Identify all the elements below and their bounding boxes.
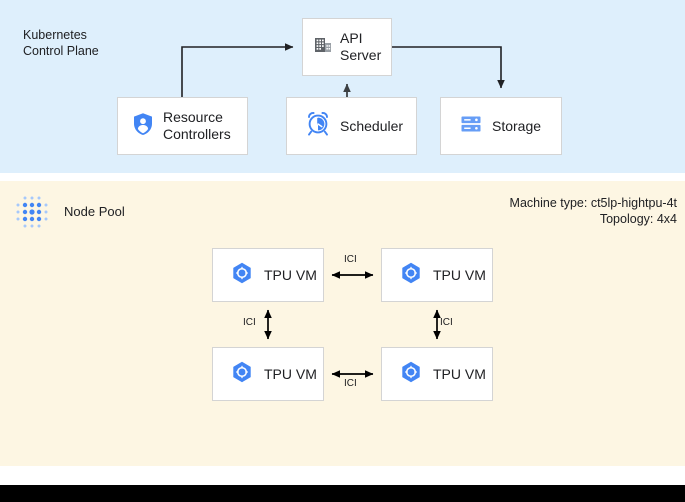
ici-label-right: ICI: [440, 317, 453, 328]
topology-text: Topology: 4x4: [599, 212, 677, 226]
box-api-server[interactable]: API Server: [302, 18, 392, 76]
node-pool-label: Node Pool: [64, 204, 125, 219]
box-tpu-vm-1[interactable]: TPU VM: [212, 248, 324, 302]
box-tpu-vm-3[interactable]: TPU VM: [212, 347, 324, 401]
box-resource-controllers[interactable]: Resource Controllers: [117, 97, 248, 155]
ici-label-left: ICI: [243, 317, 256, 328]
box-scheduler[interactable]: Scheduler: [286, 97, 417, 155]
box-tpu-vm-4[interactable]: TPU VM: [381, 347, 493, 401]
alarm-clock-icon: [305, 111, 331, 142]
bottom-bar: [0, 485, 685, 502]
box-tpu-vm-3-label: TPU VM: [264, 365, 317, 382]
box-api-server-label: API Server: [340, 30, 382, 63]
node-pool-meta: Machine type: ct5lp-hightpu-4t Topology:…: [510, 195, 677, 227]
tpu-hexagon-gear-icon: [232, 262, 252, 289]
shield-user-icon: [132, 112, 154, 141]
node-pool-panel: [0, 181, 685, 466]
box-tpu-vm-2-label: TPU VM: [433, 266, 486, 283]
ici-label-top: ICI: [344, 254, 357, 265]
tpu-hexagon-gear-icon: [401, 361, 421, 388]
building-icon: [313, 35, 333, 60]
box-tpu-vm-2[interactable]: TPU VM: [381, 248, 493, 302]
box-resource-controllers-label: Resource Controllers: [163, 109, 231, 142]
machine-type-text: Machine type: ct5lp-hightpu-4t: [509, 196, 677, 210]
box-storage[interactable]: Storage: [440, 97, 562, 155]
database-storage-icon: [459, 112, 483, 141]
tpu-hexagon-gear-icon: [232, 361, 252, 388]
box-storage-label: Storage: [492, 117, 542, 134]
box-tpu-vm-1-label: TPU VM: [264, 266, 317, 283]
box-tpu-vm-4-label: TPU VM: [433, 365, 486, 382]
node-cluster-dots-icon: [13, 193, 51, 231]
tpu-hexagon-gear-icon: [401, 262, 421, 289]
ici-label-bottom: ICI: [344, 378, 357, 389]
control-plane-label: Kubernetes Control Plane: [23, 28, 99, 58]
box-scheduler-label: Scheduler: [340, 117, 404, 134]
